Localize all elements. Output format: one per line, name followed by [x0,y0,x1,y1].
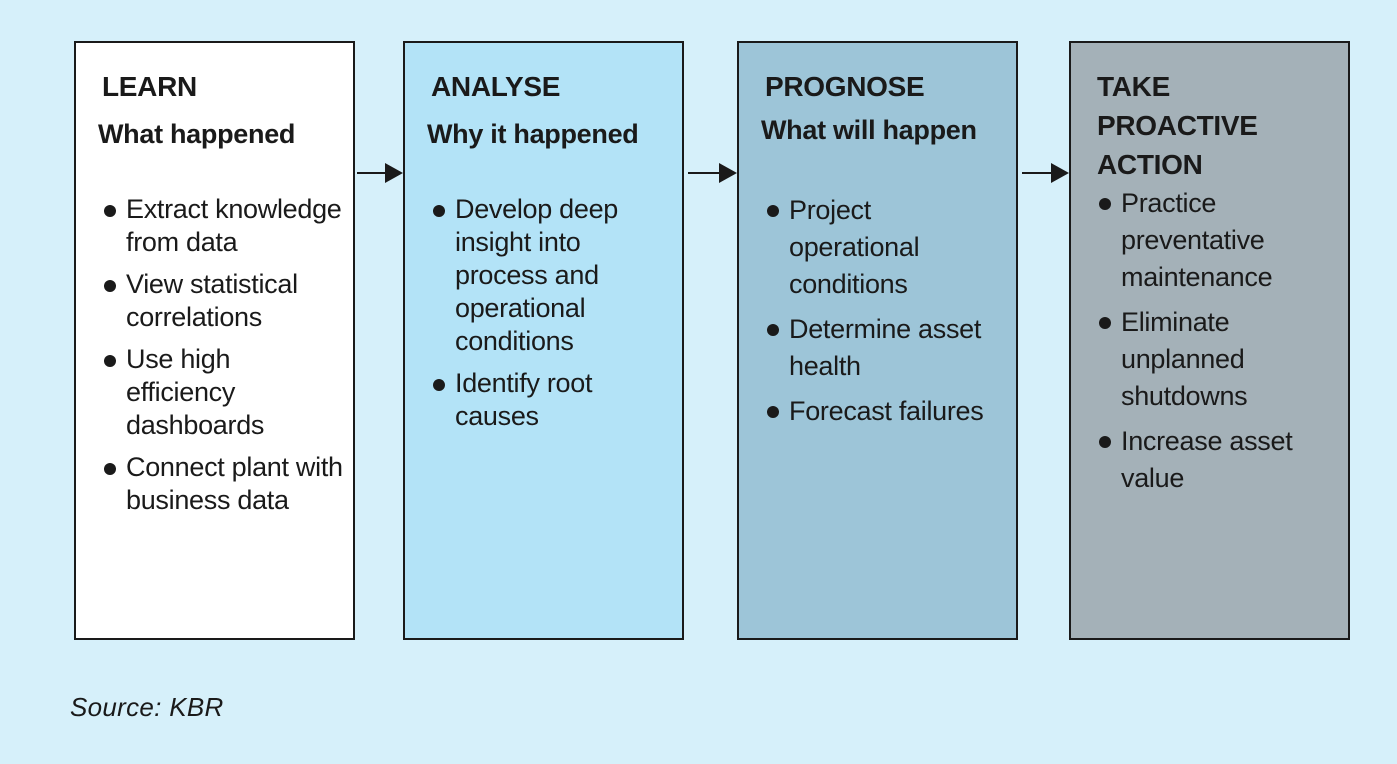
bullet-text: Eliminate unplanned shutdowns [1121,307,1248,411]
bullet-text: Extract knowledge from data [126,194,342,257]
bullet-item: Practice preventative maintenance [1097,185,1340,296]
bullet-item: Forecast failures [765,393,1008,430]
stage-analyse-box: ANALYSE Why it happened Develop deep ins… [403,41,684,640]
bullet-text: Forecast failures [789,396,984,426]
bullet-dot-icon [104,205,116,217]
bullet-dot-icon [767,205,779,217]
bullet-text: Use high efficiency dashboards [126,344,265,440]
stage-action-box: TAKE PROACTIVE ACTION Practice preventat… [1069,41,1350,640]
bullet-item: Project operational conditions [765,192,1008,303]
bullet-list: Practice preventative maintenance Elimin… [1097,185,1340,505]
bullet-dot-icon [1099,198,1111,210]
bullet-item: Extract knowledge from data [102,193,345,259]
bullet-text: Project operational conditions [789,195,920,299]
bullet-item: Develop deep insight into process and op… [431,193,674,358]
bullet-item: Use high efficiency dashboards [102,343,345,442]
bullet-list: Extract knowledge from data View statist… [102,193,345,526]
stage-prognose-box: PROGNOSE What will happen Project operat… [737,41,1018,640]
flow-arrow-icon [1022,163,1069,183]
stage-heading: ANALYSE [431,71,561,102]
bullet-item: Eliminate unplanned shutdowns [1097,304,1340,415]
bullet-dot-icon [1099,436,1111,448]
bullet-text: Increase asset value [1121,426,1293,493]
bullet-item: Increase asset value [1097,423,1340,497]
bullet-dot-icon [104,355,116,367]
bullet-list: Project operational conditions Determine… [765,192,1008,438]
bullet-list: Develop deep insight into process and op… [431,193,674,442]
bullet-dot-icon [767,406,779,418]
stage-subheading: Why it happened [427,119,639,149]
source-caption: Source: KBR [70,692,224,722]
bullet-text: View statistical correlations [126,269,298,332]
bullet-text: Determine asset health [789,314,982,381]
stage-heading: PROGNOSE [765,71,925,102]
stage-learn-box: LEARN What happened Extract knowledge fr… [74,41,355,640]
bullet-dot-icon [104,463,116,475]
flow-arrow-icon [688,163,737,183]
bullet-item: Determine asset health [765,311,1008,385]
stage-subheading: What will happen [761,115,977,145]
bullet-text: Identify root causes [455,368,593,431]
stage-heading: TAKE PROACTIVE ACTION [1097,71,1258,180]
bullet-item: Connect plant with business data [102,451,345,517]
bullet-item: View statistical correlations [102,268,345,334]
bullet-dot-icon [104,280,116,292]
stage-heading: LEARN [102,71,197,102]
flow-arrow-icon [357,163,403,183]
bullet-dot-icon [433,379,445,391]
stage-subheading: What happened [98,119,296,149]
bullet-text: Practice preventative maintenance [1121,188,1273,292]
bullet-text: Connect plant with business data [126,452,343,515]
bullet-dot-icon [433,205,445,217]
bullet-item: Identify root causes [431,367,674,433]
bullet-dot-icon [1099,317,1111,329]
bullet-text: Develop deep insight into process and op… [455,194,619,356]
bullet-dot-icon [767,324,779,336]
